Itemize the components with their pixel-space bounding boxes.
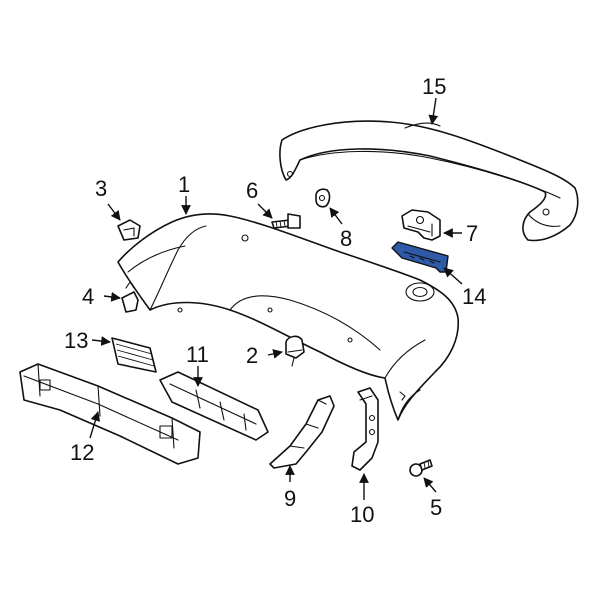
callout-1: 1 bbox=[178, 172, 190, 197]
callout-4: 4 bbox=[82, 284, 94, 309]
part-side-support-9[interactable] bbox=[269, 395, 335, 469]
part-bolt[interactable] bbox=[271, 213, 301, 229]
part-nut-clip[interactable] bbox=[315, 188, 331, 208]
callout-14: 14 bbox=[462, 284, 486, 309]
part-bumper-cover[interactable] bbox=[117, 213, 460, 421]
callout-7: 7 bbox=[466, 221, 478, 246]
callout-8: 8 bbox=[340, 226, 352, 251]
callout-6: 6 bbox=[246, 178, 258, 203]
callout-2: 2 bbox=[246, 343, 258, 368]
callout-5: 5 bbox=[430, 495, 442, 520]
callout-15: 15 bbox=[422, 74, 446, 99]
part-bumper-bracket-highlighted[interactable] bbox=[391, 241, 449, 273]
part-reinforcement-beam[interactable] bbox=[19, 363, 201, 465]
leader-lines bbox=[89, 97, 463, 500]
part-push-clip-4[interactable] bbox=[121, 281, 139, 313]
part-side-bracket[interactable] bbox=[401, 209, 441, 241]
part-side-support-10[interactable] bbox=[351, 387, 379, 471]
part-retainer-clip-3[interactable] bbox=[117, 219, 141, 241]
part-energy-absorber[interactable] bbox=[159, 371, 269, 441]
part-screw-5[interactable] bbox=[409, 459, 433, 477]
part-push-fastener-2[interactable] bbox=[285, 335, 305, 367]
callout-3: 3 bbox=[95, 176, 107, 201]
part-spoiler[interactable] bbox=[279, 120, 579, 242]
part-air-vent[interactable] bbox=[111, 337, 157, 373]
callout-10: 10 bbox=[350, 502, 374, 527]
callout-labels: 1 2 3 4 5 6 7 8 9 10 11 12 13 14 15 bbox=[64, 74, 486, 527]
callout-13: 13 bbox=[64, 328, 88, 353]
callout-9: 9 bbox=[284, 486, 296, 511]
callout-12: 12 bbox=[70, 440, 94, 465]
callout-11: 11 bbox=[186, 342, 209, 367]
